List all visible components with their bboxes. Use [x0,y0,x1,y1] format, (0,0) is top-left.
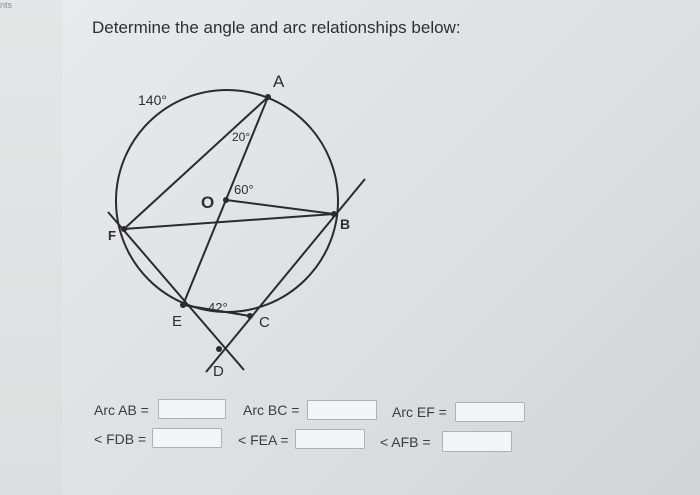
label-D: D [213,363,224,380]
label-O: O [201,193,214,212]
corner-text: nts [0,0,13,10]
angle-20: 20° [232,130,250,144]
radius-OB [225,199,335,215]
label-arc-bc: Arc BC = [243,402,300,418]
point-C [247,313,253,319]
chord-FA [123,96,269,230]
angle-60: 60° [234,182,254,197]
arc-ab-input[interactable] [158,399,226,419]
point-E [180,302,186,308]
label-angle-afb: < AFB = [380,434,431,450]
point-A [265,94,271,100]
secant-BD [205,178,366,373]
label-angle-fea: < FEA = [238,432,289,448]
question-title: Determine the angle and arc relationship… [92,18,461,37]
left-margin: nts [0,0,62,495]
chord-EC [182,304,251,317]
label-F: F [108,228,116,243]
angle-fea-input[interactable] [295,429,365,449]
label-angle-fdb: < FDB = [94,431,147,447]
point-D [216,346,222,352]
point-O [223,197,229,203]
arc-bc-input[interactable] [307,400,377,420]
angle-140: 140° [138,92,167,108]
angle-42: 42° [208,300,228,315]
point-F [121,226,127,232]
label-arc-ab: Arc AB = [94,402,149,418]
secant-FD [107,211,245,371]
angle-afb-input[interactable] [442,431,512,452]
label-E: E [172,313,182,330]
arc-ef-input[interactable] [455,402,525,422]
label-A: A [273,72,285,91]
label-B: B [340,216,350,232]
label-arc-ef: Arc EF = [392,404,447,420]
angle-fdb-input[interactable] [152,428,222,448]
point-B [331,211,337,217]
chord-FB [123,213,335,230]
label-C: C [259,314,270,331]
